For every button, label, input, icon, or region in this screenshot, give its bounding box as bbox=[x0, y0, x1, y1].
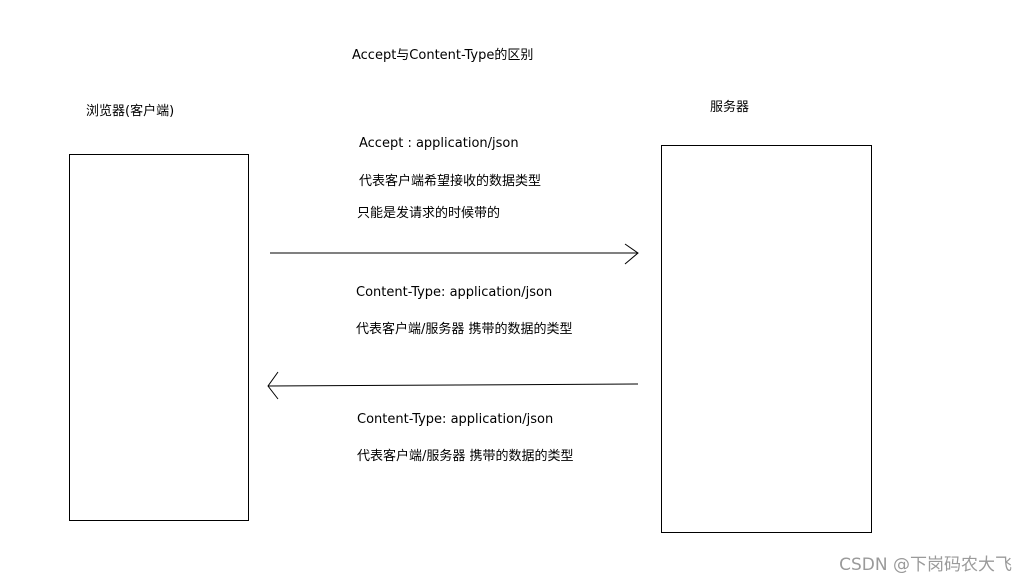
response-content-type-description: 代表客户端/服务器 携带的数据的类型 bbox=[357, 449, 574, 464]
response-content-type-label: Content-Type: application/json bbox=[357, 412, 554, 427]
accept-description: 代表客户端希望接收的数据类型 bbox=[359, 174, 542, 189]
server-box bbox=[661, 145, 872, 533]
accept-header-label: Accept : application/json bbox=[359, 136, 519, 151]
accept-note: 只能是发请求的时候带的 bbox=[357, 206, 501, 221]
response-arrow-head bbox=[267, 371, 279, 400]
request-arrow bbox=[270, 243, 639, 265]
request-content-type-description: 代表客户端/服务器 携带的数据的类型 bbox=[356, 322, 573, 337]
client-label: 浏览器(客户端) bbox=[86, 104, 175, 119]
server-label: 服务器 bbox=[710, 100, 750, 115]
watermark: CSDN @下岗码农大飞 bbox=[839, 555, 1012, 575]
client-box bbox=[69, 154, 249, 521]
request-arrow-head bbox=[624, 243, 639, 265]
response-arrow bbox=[267, 371, 639, 400]
diagram-title: Accept与Content-Type的区别 bbox=[352, 48, 534, 63]
response-arrow-shaft bbox=[267, 383, 639, 387]
request-content-type-label: Content-Type: application/json bbox=[356, 285, 553, 300]
